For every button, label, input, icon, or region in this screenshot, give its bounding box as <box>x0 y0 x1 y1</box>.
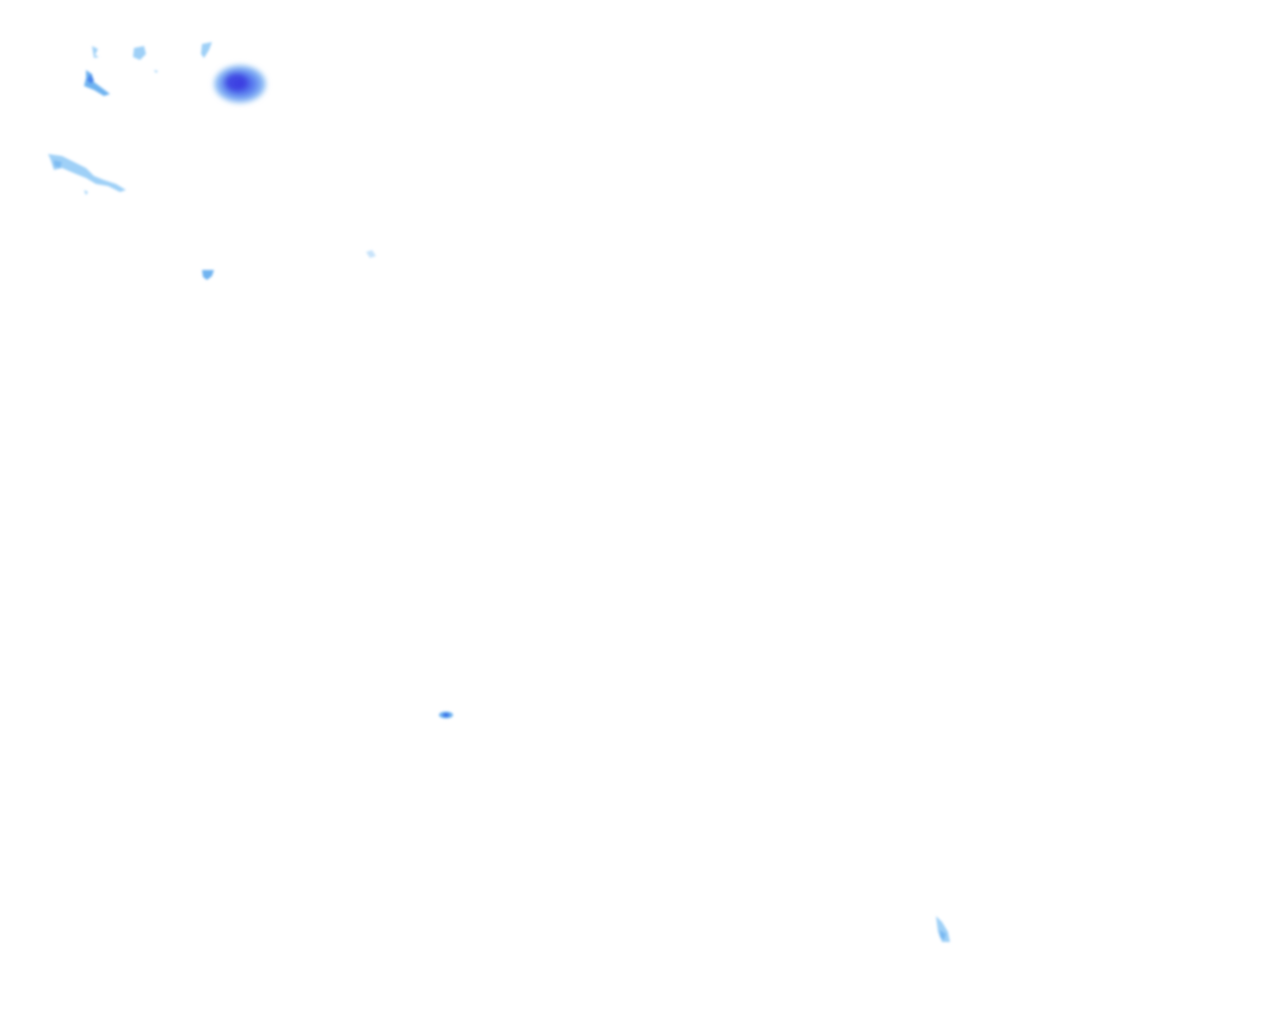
precip-cell-central-faint <box>366 250 376 258</box>
precip-cell-northwest-small-2 <box>201 42 212 58</box>
precip-cell-west-band <box>48 154 126 195</box>
precip-cell-southeast-small <box>936 916 950 942</box>
precip-cell-northwest-cluster <box>84 70 110 96</box>
precip-cell-northwest-small-1 <box>92 46 158 73</box>
precip-cell-central-west-small <box>202 270 214 280</box>
precip-cell-south-central-dot <box>439 711 453 719</box>
precip-cell-north-intense <box>214 65 266 103</box>
